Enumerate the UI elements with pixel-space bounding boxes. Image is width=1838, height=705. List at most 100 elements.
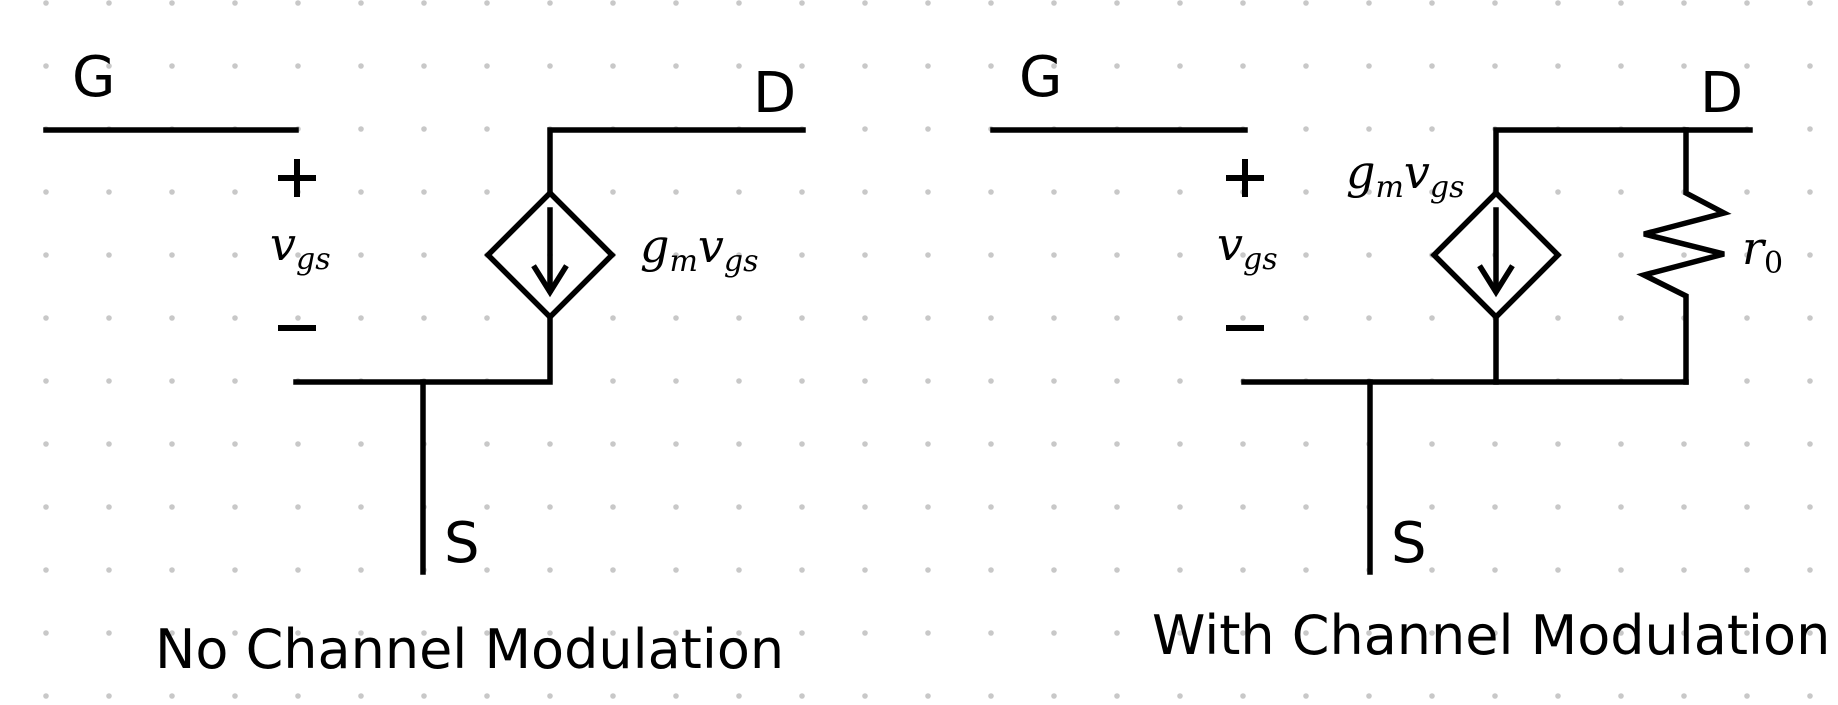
grid-dot [1555, 441, 1561, 447]
grid-dot [1744, 567, 1750, 573]
grid-dot [358, 441, 364, 447]
source-label: S [444, 511, 480, 576]
drain-label: D [753, 61, 796, 126]
grid-dot [1744, 315, 1750, 321]
grid-dot [1303, 0, 1309, 6]
grid-dot [1177, 378, 1183, 384]
grid-dot [1807, 0, 1813, 6]
grid-dot [673, 630, 679, 636]
grid-dot [1051, 693, 1057, 699]
grid-dot [106, 315, 112, 321]
grid-dot [1177, 63, 1183, 69]
grid-dot [736, 252, 742, 258]
grid-dot [799, 0, 805, 6]
grid-dot [106, 252, 112, 258]
grid-dot [988, 693, 994, 699]
gm-vgs-label: gmvgs [1346, 145, 1465, 205]
grid-dot [673, 567, 679, 573]
r0-label: r0 [1742, 221, 1783, 281]
grid-dot [799, 63, 805, 69]
grid-dot [610, 630, 616, 636]
grid-dot [1429, 189, 1435, 195]
current-arrow-icon [1477, 264, 1515, 298]
grid-dot [1555, 567, 1561, 573]
grid-dot [799, 567, 805, 573]
grid-dot [358, 567, 364, 573]
grid-dot [106, 693, 112, 699]
grid-dot [925, 378, 931, 384]
grid-dot [1114, 63, 1120, 69]
grid-dot [232, 315, 238, 321]
grid-dot [484, 567, 490, 573]
grid-dot [1807, 567, 1813, 573]
grid-dot [925, 189, 931, 195]
grid-dot [1051, 252, 1057, 258]
grid-dot [988, 378, 994, 384]
grid-dot [1807, 252, 1813, 258]
grid-dot [1681, 441, 1687, 447]
grid-dot [106, 630, 112, 636]
grid-dot [1429, 504, 1435, 510]
grid-dot [1429, 315, 1435, 321]
grid-dot [1177, 315, 1183, 321]
grid-dot [799, 630, 805, 636]
grid-dot [232, 189, 238, 195]
grid-dot [169, 252, 175, 258]
grid-dot [1303, 126, 1309, 132]
grid-dot [1240, 252, 1246, 258]
grid-dot [1114, 567, 1120, 573]
grid-dot [1366, 630, 1372, 636]
grid-dot [862, 126, 868, 132]
grid-dot [421, 315, 427, 321]
grid-dot [799, 441, 805, 447]
grid-dot [988, 504, 994, 510]
grid-dot [673, 315, 679, 321]
grid-dot [862, 441, 868, 447]
grid-dot [1492, 693, 1498, 699]
grid-dot [1807, 189, 1813, 195]
grid-dot [421, 126, 427, 132]
grid-dot [673, 63, 679, 69]
grid-dot [358, 693, 364, 699]
grid-dot [1555, 315, 1561, 321]
grid-dot [484, 504, 490, 510]
grid-dot [862, 252, 868, 258]
grid-dot [106, 504, 112, 510]
grid-dot [484, 441, 490, 447]
grid-dot [799, 693, 805, 699]
grid-dot [484, 0, 490, 6]
grid-dot [799, 252, 805, 258]
grid-dot [736, 63, 742, 69]
grid-dot [547, 567, 553, 573]
grid-dot [1114, 252, 1120, 258]
grid-dot [1492, 504, 1498, 510]
grid-dot [1051, 441, 1057, 447]
grid-dot [484, 63, 490, 69]
grid-dot [673, 693, 679, 699]
grid-dot [1051, 504, 1057, 510]
grid-dot [1681, 0, 1687, 6]
grid-dot [232, 0, 238, 6]
grid-dot [1429, 126, 1435, 132]
grid-dot [1492, 567, 1498, 573]
circuit-with-channel-modulation: G D S vgs gmvgs r0 With Channel Modulati… [990, 45, 1830, 667]
grid-dot [169, 567, 175, 573]
source-label: S [1391, 511, 1427, 576]
grid-dot [1555, 0, 1561, 6]
grid-dot [1303, 441, 1309, 447]
grid-dot [1240, 567, 1246, 573]
grid-dot [1303, 630, 1309, 636]
grid-dot [1051, 567, 1057, 573]
grid-dot [1114, 441, 1120, 447]
grid-dot [232, 630, 238, 636]
grid-dot [988, 441, 994, 447]
grid-dot [547, 441, 553, 447]
grid-dot [43, 252, 49, 258]
grid-dot [295, 567, 301, 573]
grid-dot [295, 252, 301, 258]
grid-dot [484, 315, 490, 321]
grid-dot [736, 378, 742, 384]
grid-dot [736, 441, 742, 447]
grid-dot [1807, 693, 1813, 699]
grid-dot [1618, 441, 1624, 447]
